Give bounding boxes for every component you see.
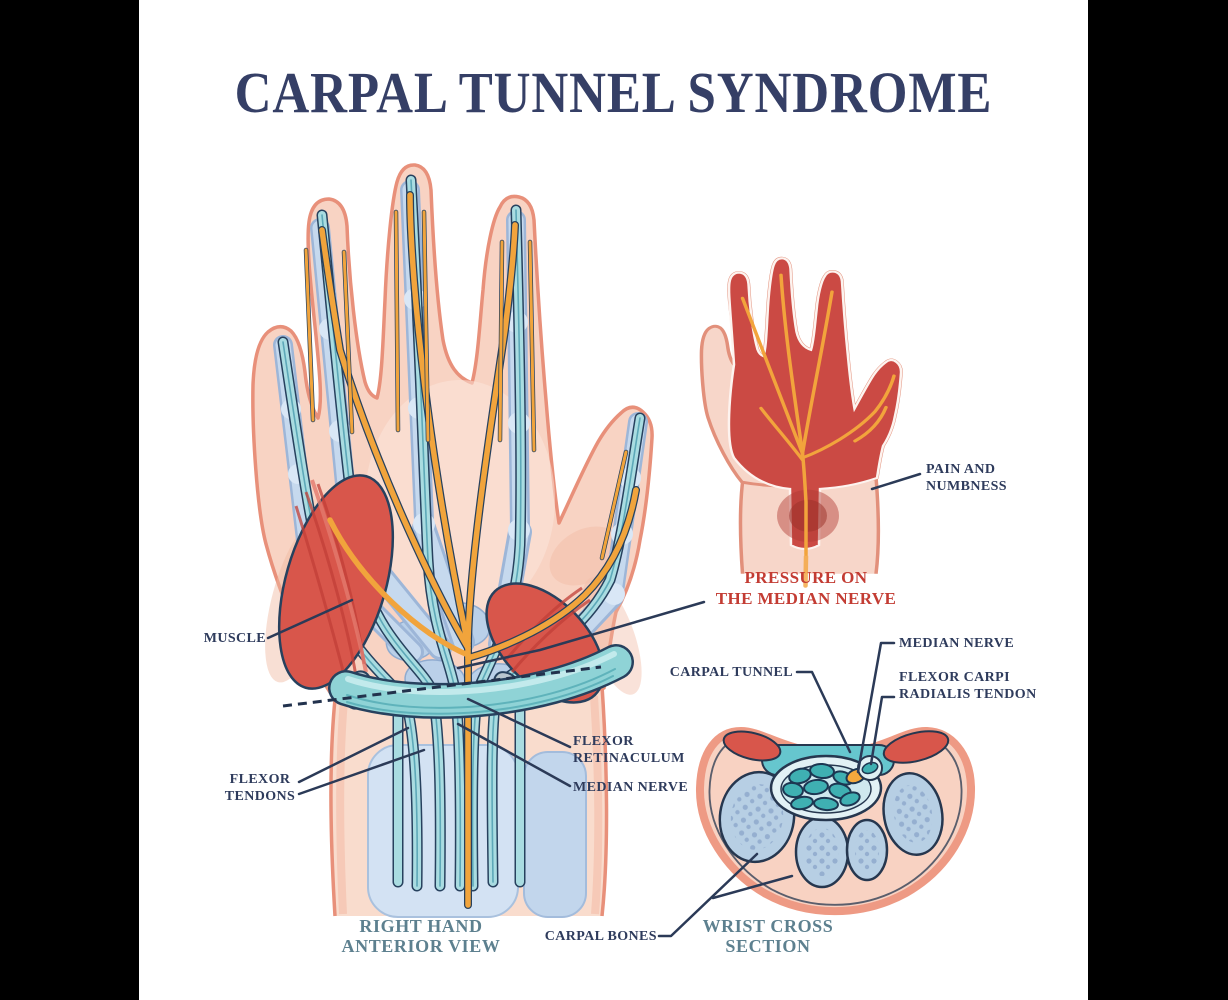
label-carpal-tunnel: CARPAL TUNNEL [669, 665, 793, 680]
label-flexor-carpi-radialis-tendon: FLEXOR CARPI RADIALIS TENDON [899, 670, 1037, 702]
label-flexor-retinaculum: FLEXOR RETINACULUM [573, 734, 685, 766]
leader-pain-numbness [870, 472, 922, 491]
leader-flexor-tendons-1 [297, 726, 410, 784]
carpal-tunnel-art [769, 754, 883, 822]
label-pain-and-numbness: PAIN AND NUMBNESS [926, 462, 1007, 494]
median-nerve-art [303, 191, 640, 909]
pain-hand-illustration [699, 256, 903, 588]
label-median-nerve-hand: MEDIAN NERVE [573, 780, 689, 795]
label-carpal-bones: CARPAL BONES [544, 929, 657, 944]
leader-flexor-retinaculum [466, 697, 572, 749]
leader-carpal-bones-2 [711, 874, 794, 900]
leader-carpal-tunnel [795, 670, 852, 754]
leader-pressure [456, 600, 706, 670]
wrist-cross-section-illustration [695, 727, 976, 916]
leader-median-nerve-hand [456, 722, 572, 788]
big-hand-illustration [251, 163, 654, 918]
leader-lines [266, 472, 922, 938]
red-median-distribution [727, 257, 903, 550]
leader-muscle [266, 598, 354, 640]
caption-right-hand-anterior-view: RIGHT HAND ANTERIOR VIEW [341, 916, 501, 956]
label-pressure-on-median-nerve: PRESSURE ON THE MEDIAN NERVE [715, 568, 897, 608]
caption-wrist-cross-section: WRIST CROSS SECTION [702, 916, 834, 956]
label-median-nerve-cross-section: MEDIAN NERVE [899, 636, 1015, 651]
muscle-art [277, 474, 605, 710]
wrist-dashed-line [282, 665, 602, 708]
leader-carpal-bones-1 [657, 852, 759, 938]
leader-flexor-carpi [869, 695, 896, 766]
leader-flexor-tendons-2 [297, 748, 426, 796]
label-muscle: MUSCLE [203, 631, 266, 646]
leader-median-nerve-xsec [856, 641, 896, 774]
page-title: CARPAL TUNNEL SYNDROME [234, 60, 993, 125]
label-flexor-tendons: FLEXOR TENDONS [224, 772, 296, 804]
